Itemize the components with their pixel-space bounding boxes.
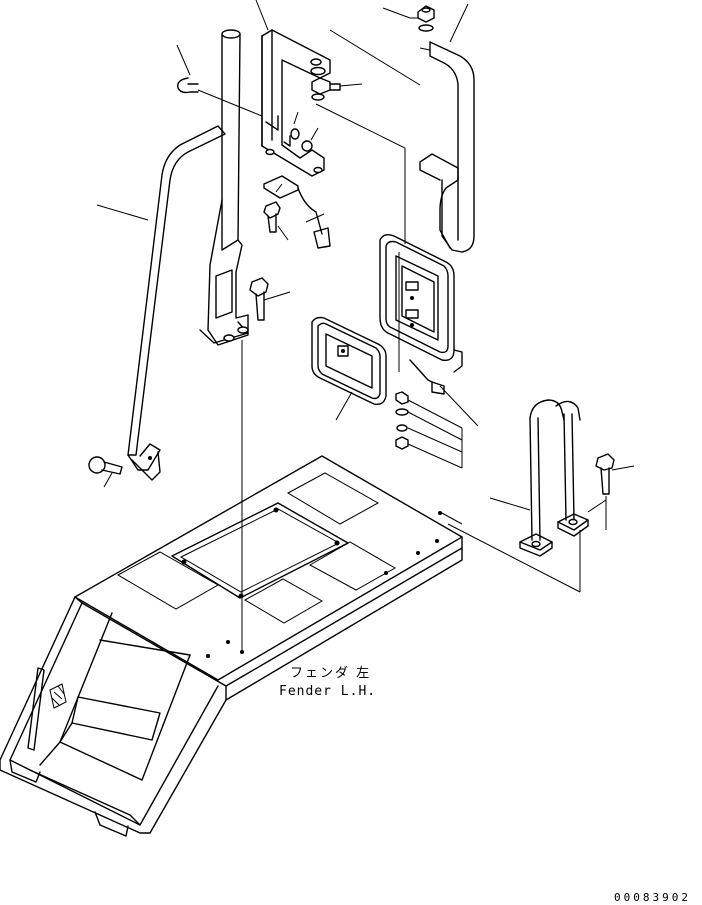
drawing-code: 00083902: [614, 891, 691, 904]
mirror-bracket: [261, 29, 331, 177]
fender-label-jp: フェンダ 左: [290, 666, 371, 681]
nut-icon: [417, 5, 435, 32]
bolt-icon: [88, 456, 123, 475]
mounting-pole: [199, 29, 249, 346]
grille-icon: [49, 683, 67, 709]
mirror-assembly: [379, 233, 463, 395]
hex-bolt-icon: [249, 277, 269, 321]
small-mirror: [311, 316, 387, 406]
grab-handle-right: [519, 399, 589, 557]
nut-icon: [310, 66, 341, 101]
u-bolt-icon: [177, 77, 199, 94]
nut-icon: [395, 391, 409, 450]
hex-bolt-icon: [595, 453, 615, 495]
handrail-left: [127, 125, 226, 481]
fender-label-en: Fender L.H.: [279, 684, 376, 699]
mirror-cover: [419, 41, 475, 253]
fender-body: [0, 455, 463, 837]
hex-bolt-icon: [263, 201, 281, 233]
